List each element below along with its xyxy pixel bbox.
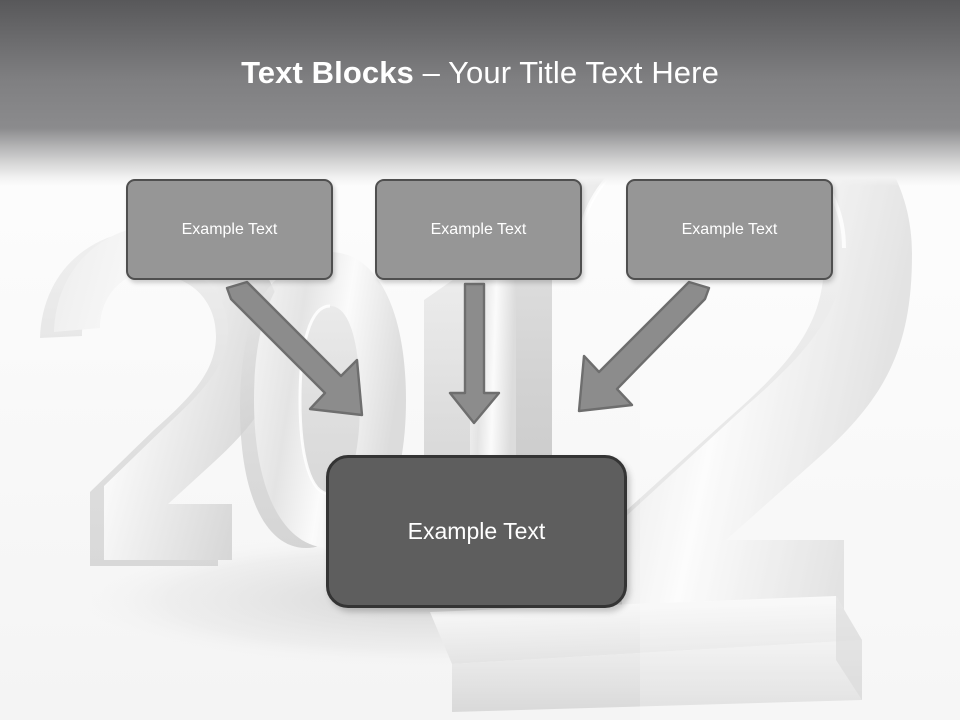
text-block-summary[interactable]: Example Text — [326, 455, 627, 608]
text-block-2[interactable]: Example Text — [375, 179, 582, 280]
page-title: Text Blocks – Your Title Text Here — [0, 54, 960, 92]
text-block-3-label: Example Text — [681, 220, 778, 238]
text-block-summary-label: Example Text — [407, 518, 546, 544]
title-band — [0, 0, 960, 128]
arrow-right-diagonal-icon — [577, 280, 711, 413]
title-band-fade — [0, 128, 960, 186]
text-block-2-label: Example Text — [430, 220, 527, 238]
text-block-1[interactable]: Example Text — [126, 179, 333, 280]
numeral-2-right — [430, 80, 912, 712]
text-block-1-label: Example Text — [181, 220, 278, 238]
text-block-3[interactable]: Example Text — [626, 179, 833, 280]
page-title-bold: Text Blocks — [241, 55, 414, 90]
arrow-middle-vertical-icon — [448, 282, 501, 425]
page-title-separator: – — [413, 55, 449, 90]
numeral-2-left — [40, 224, 282, 566]
page-title-rest: Your Title Text Here — [448, 55, 719, 90]
arrow-left-diagonal-icon — [225, 280, 364, 417]
